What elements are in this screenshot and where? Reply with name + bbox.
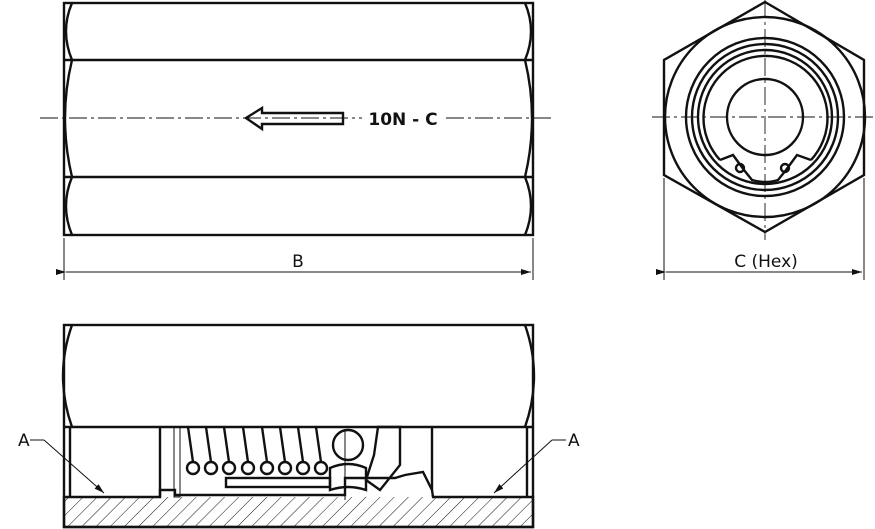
- spring-seat: [173, 426, 181, 498]
- ring-hole-right: [779, 162, 791, 174]
- check-ball: [331, 428, 365, 462]
- ring-hole-left: [734, 162, 746, 174]
- front-view: 10N - C B: [40, 1, 555, 280]
- section-label-left: A: [18, 431, 30, 451]
- body-outline: [62, 1, 535, 237]
- leader-left: [43, 439, 105, 494]
- dimension-c-label: C (Hex): [734, 252, 798, 272]
- chamfer-left: [63, 2, 74, 236]
- section-view: A A: [18, 323, 580, 529]
- flow-label: 10N - C: [368, 110, 437, 130]
- dimension-b-label: B: [292, 252, 304, 272]
- leader-right: [493, 439, 553, 494]
- spring: [185, 426, 329, 476]
- retaining-ring: [702, 54, 829, 161]
- chamfer-right: [523, 2, 534, 236]
- valve-seat: [364, 425, 402, 492]
- section-label-right: A: [568, 431, 580, 451]
- flow-arrow-icon: [243, 105, 345, 132]
- spring-guide: [224, 476, 332, 489]
- end-view: C (Hex): [652, 0, 875, 280]
- poppet: [328, 462, 368, 492]
